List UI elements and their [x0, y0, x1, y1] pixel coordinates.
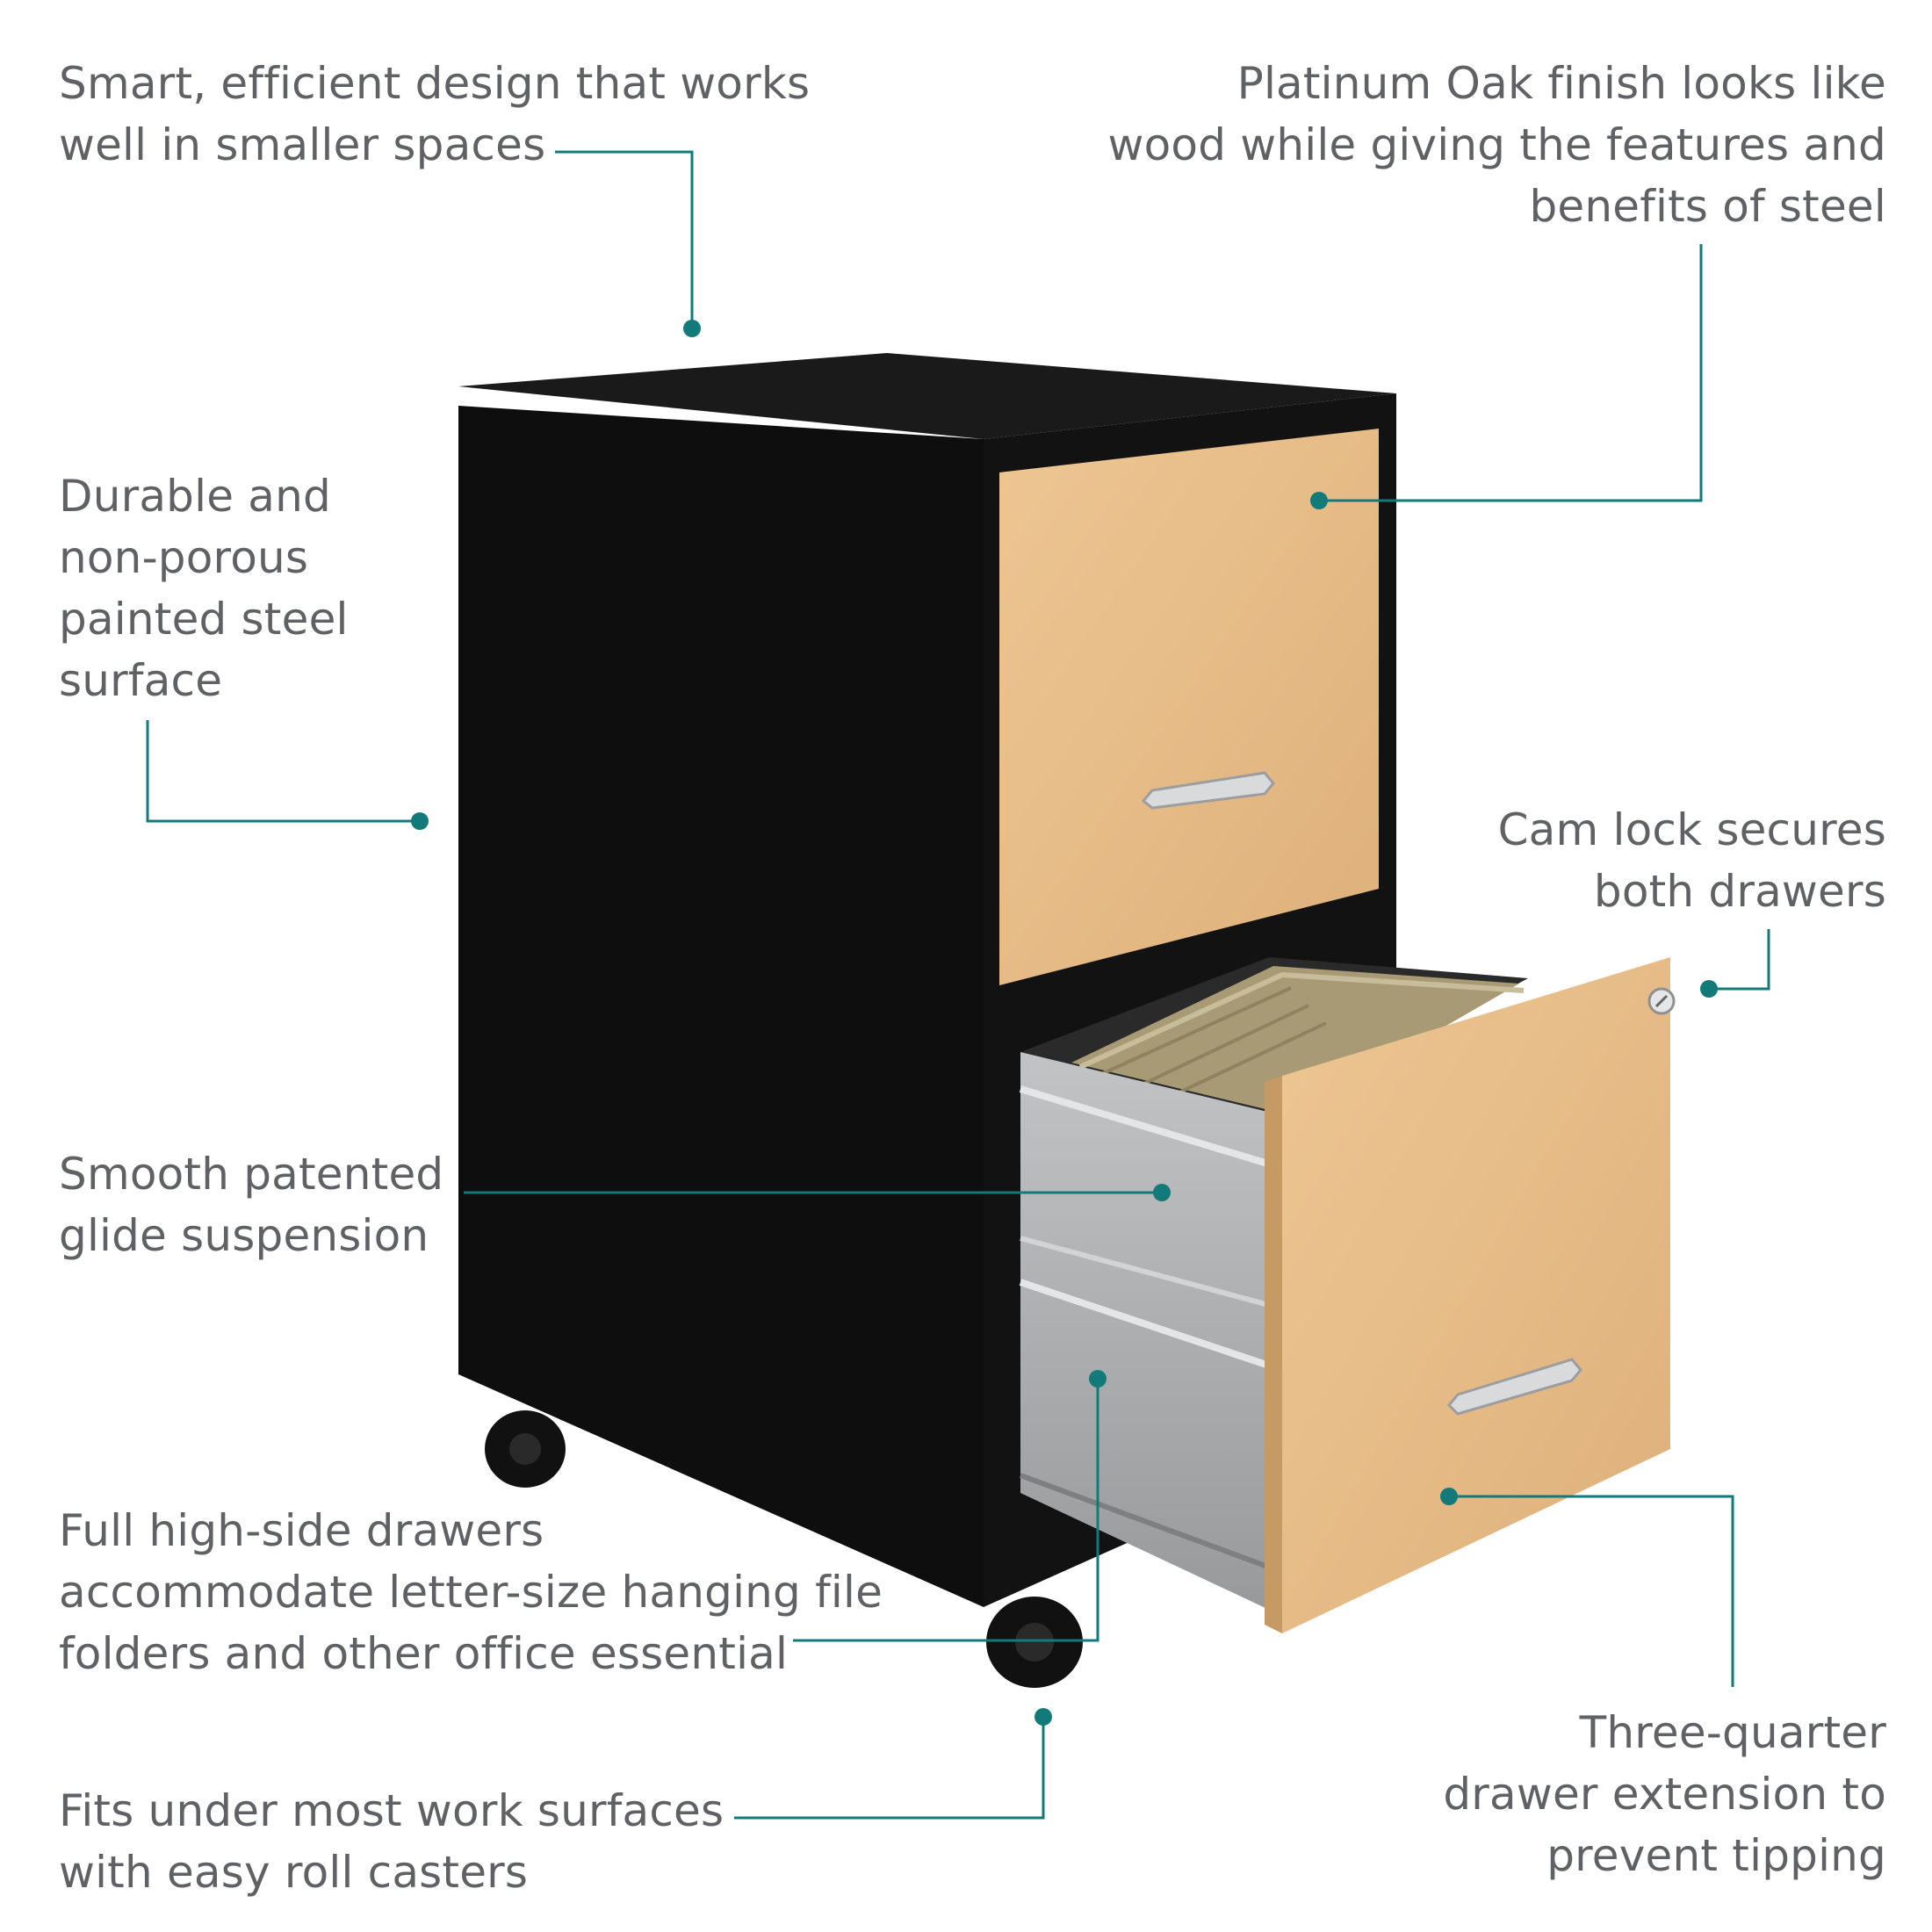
callout-line: prevent tipping — [1546, 1830, 1886, 1881]
callout-line: surface — [59, 655, 223, 706]
callout-line: Durable and — [59, 471, 331, 522]
callout-line: Cam lock secures — [1497, 804, 1886, 855]
callout-line: Smart, efficient design that works — [59, 58, 811, 109]
callout-line: with easy roll casters — [59, 1847, 529, 1898]
bottom-drawer — [1265, 957, 1676, 1633]
callout-line: drawer extension to — [1443, 1769, 1886, 1820]
callout-line: accommodate letter-size hanging file — [59, 1567, 883, 1618]
callout-line: Platinum Oak finish looks like — [1236, 58, 1886, 109]
callout-smart-design: Smart, efficient design that works well … — [59, 53, 810, 176]
callout-three-quarter: Three-quarter drawer extension to preven… — [1443, 1702, 1886, 1886]
cabinet-side — [458, 406, 984, 1607]
callout-glide: Smooth patented glide suspension — [59, 1143, 443, 1266]
callout-line: Smooth patented — [59, 1149, 444, 1200]
leader-dots — [411, 320, 1718, 1726]
callout-line: Fits under most work surfaces — [59, 1785, 724, 1836]
hanging-folders — [1071, 966, 1519, 1115]
cabinet-top — [458, 353, 1396, 439]
callout-line: glide suspension — [59, 1210, 429, 1261]
callout-line: benefits of steel — [1529, 181, 1886, 232]
callout-line: Three-quarter — [1579, 1707, 1886, 1758]
bottom-drawer-handle — [1446, 1358, 1582, 1416]
callout-fits-under: Fits under most work surfaces with easy … — [59, 1780, 724, 1903]
callout-oak-finish: Platinum Oak finish looks like wood whil… — [1108, 53, 1886, 237]
callout-line: non-porous — [59, 532, 309, 583]
callout-high-side: Full high-side drawers accommodate lette… — [59, 1500, 883, 1684]
callout-cam-lock: Cam lock secures both drawers — [1498, 799, 1886, 922]
callout-line: painted steel — [59, 594, 349, 645]
callout-line: folders and other office essential — [59, 1628, 789, 1679]
top-drawer — [999, 429, 1379, 985]
casters — [485, 1410, 1083, 1688]
top-drawer-handle — [1141, 771, 1275, 810]
callout-durable: Durable and non-porous painted steel sur… — [59, 465, 349, 711]
leader-lines — [146, 150, 1770, 1820]
callout-line: both drawers — [1593, 866, 1886, 917]
callout-line: wood while giving the features and — [1107, 119, 1886, 170]
callout-line: well in smaller spaces — [59, 119, 546, 170]
callout-line: Full high-side drawers — [59, 1505, 544, 1556]
